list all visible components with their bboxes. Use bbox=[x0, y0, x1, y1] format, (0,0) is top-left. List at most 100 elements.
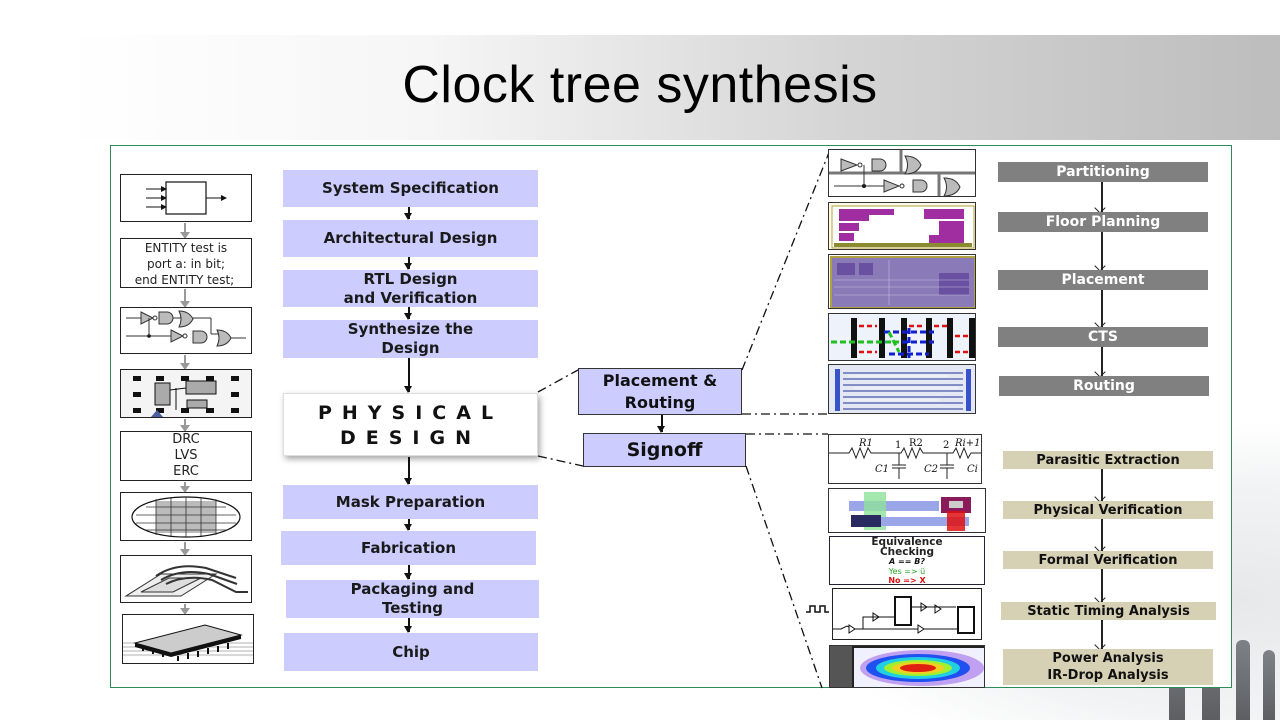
step-system-specification: System Specification bbox=[283, 170, 538, 207]
flow-arrow bbox=[405, 565, 411, 580]
flow-arrow bbox=[1101, 569, 1103, 602]
check-drc: DRC bbox=[172, 432, 200, 447]
signoff-box: Signoff bbox=[583, 433, 746, 467]
flow-arrow bbox=[1101, 182, 1103, 212]
step-rtl-design: RTL Design and Verification bbox=[283, 270, 538, 307]
flow-arrow bbox=[1101, 232, 1103, 270]
rc-label: C1 bbox=[875, 464, 889, 475]
person-silhouette bbox=[1236, 640, 1250, 720]
flow-arrow bbox=[405, 207, 411, 220]
pnr-step-floor-planning: Floor Planning bbox=[998, 212, 1208, 232]
verification-checks-box: DRC LVS ERC bbox=[120, 431, 252, 481]
flow-arrow bbox=[405, 257, 411, 270]
ic-chip-icon bbox=[123, 624, 253, 661]
rc-label: 1 bbox=[895, 440, 901, 451]
package-box bbox=[120, 555, 252, 603]
placement-thumbnail bbox=[828, 254, 976, 309]
physical-design-line2: DESIGN bbox=[339, 427, 481, 449]
step-synthesize-design: Synthesize the Design bbox=[283, 320, 538, 358]
wafer-box bbox=[120, 492, 252, 541]
signoff-step-power-ir-drop: Power Analysis IR-Drop Analysis bbox=[1003, 649, 1213, 685]
pnr-step-cts: CTS bbox=[998, 327, 1208, 347]
step-chip: Chip bbox=[284, 633, 538, 671]
block-symbol-box bbox=[120, 174, 252, 222]
flow-arrow bbox=[180, 482, 190, 493]
layout-rules-icon bbox=[849, 492, 971, 531]
physical-design-line1: PHYSICAL bbox=[317, 402, 504, 424]
bonding-package-icon bbox=[124, 565, 248, 597]
flow-arrow bbox=[180, 604, 190, 615]
rc-label: R2 bbox=[909, 438, 923, 449]
rc-label: Ci bbox=[967, 464, 978, 475]
flow-arrow bbox=[180, 289, 190, 308]
rc-label: 2 bbox=[943, 440, 949, 451]
flow-arrow bbox=[1101, 347, 1103, 376]
hdl-line: ENTITY test is bbox=[144, 241, 228, 255]
check-erc: ERC bbox=[173, 464, 199, 479]
flow-arrow bbox=[1101, 469, 1103, 501]
connector-line bbox=[537, 455, 584, 467]
flow-arrow bbox=[180, 223, 190, 239]
flow-arrow bbox=[658, 415, 664, 433]
pnr-step-routing: Routing bbox=[999, 376, 1209, 396]
flow-arrow bbox=[180, 419, 190, 432]
equivalence-title: Equivalence Checking bbox=[871, 536, 943, 558]
clock-tree-icon bbox=[831, 318, 975, 358]
floorplan-icon bbox=[133, 376, 239, 417]
step-fabrication: Fabrication bbox=[281, 531, 536, 565]
signoff-step-formal-verification: Formal Verification bbox=[1003, 551, 1213, 569]
flow-arrow bbox=[1101, 620, 1103, 649]
equivalence-question: A == B? bbox=[889, 557, 925, 566]
equivalence-checking-thumbnail: Equivalence Checking A == B? Yes => ü No… bbox=[829, 536, 985, 585]
routing-layout-icon bbox=[835, 369, 971, 411]
step-packaging-testing: Packaging and Testing bbox=[286, 580, 539, 618]
connector-line bbox=[741, 149, 831, 371]
block-diagram-icon bbox=[146, 181, 227, 215]
flow-arrow bbox=[180, 355, 190, 370]
equivalence-yes: Yes => ü bbox=[888, 567, 926, 576]
flow-arrow bbox=[405, 519, 411, 531]
person-silhouette bbox=[1263, 650, 1275, 720]
signoff-step-static-timing-analysis: Static Timing Analysis bbox=[1001, 602, 1216, 620]
routing-thumbnail bbox=[828, 364, 976, 414]
cts-thumbnail bbox=[828, 313, 976, 361]
gate-netlist-box bbox=[120, 307, 252, 354]
connector-line bbox=[745, 465, 823, 689]
flow-arrow bbox=[405, 307, 411, 320]
hdl-line: end ENTITY test; bbox=[134, 273, 235, 287]
timing-path-icon bbox=[833, 596, 975, 634]
pnr-step-placement: Placement bbox=[998, 270, 1208, 290]
wafer-icon bbox=[131, 496, 241, 538]
step-architectural-design: Architectural Design bbox=[283, 220, 538, 257]
hdl-line: port a: in bit; bbox=[146, 257, 226, 271]
flow-arrow bbox=[1101, 519, 1103, 551]
flow-arrow bbox=[1101, 290, 1103, 327]
physical-verification-thumbnail bbox=[828, 488, 986, 533]
step-mask-preparation: Mask Preparation bbox=[283, 485, 538, 519]
signoff-step-physical-verification: Physical Verification bbox=[1003, 501, 1213, 519]
physical-design-box: PHYSICAL DESIGN bbox=[283, 393, 538, 456]
title-band bbox=[60, 35, 1280, 140]
hdl-code-box: ENTITY test is port a: in bit; end ENTIT… bbox=[120, 238, 252, 288]
check-lvs: LVS bbox=[174, 448, 198, 463]
flow-arrow bbox=[405, 618, 411, 633]
logic-gates-icon bbox=[829, 150, 975, 196]
placement-layout-icon bbox=[830, 256, 975, 308]
logic-gates-icon bbox=[126, 310, 246, 347]
connector-line bbox=[537, 369, 579, 393]
ir-drop-thumbnail bbox=[829, 645, 985, 688]
flow-arrow bbox=[405, 358, 411, 393]
slide-title: Clock tree synthesis bbox=[402, 56, 878, 114]
floorplan-box bbox=[120, 369, 252, 418]
rc-label: R1 bbox=[858, 438, 873, 449]
flow-arrow bbox=[180, 542, 190, 556]
signoff-step-parasitic-extraction: Parasitic Extraction bbox=[1003, 451, 1213, 469]
gate-level-thumbnail bbox=[828, 149, 976, 197]
flow-arrow bbox=[405, 457, 411, 485]
rc-network-icon: R1 1 R2 2 Ri+1 C1 C2 Ci bbox=[829, 438, 981, 479]
chip-box bbox=[122, 614, 254, 664]
rc-label: Ri+1 bbox=[954, 438, 980, 449]
floorplan-layout-icon bbox=[831, 205, 975, 249]
rc-label: C2 bbox=[924, 464, 938, 475]
rc-network-thumbnail: R1 1 R2 2 Ri+1 C1 C2 Ci bbox=[828, 434, 982, 484]
